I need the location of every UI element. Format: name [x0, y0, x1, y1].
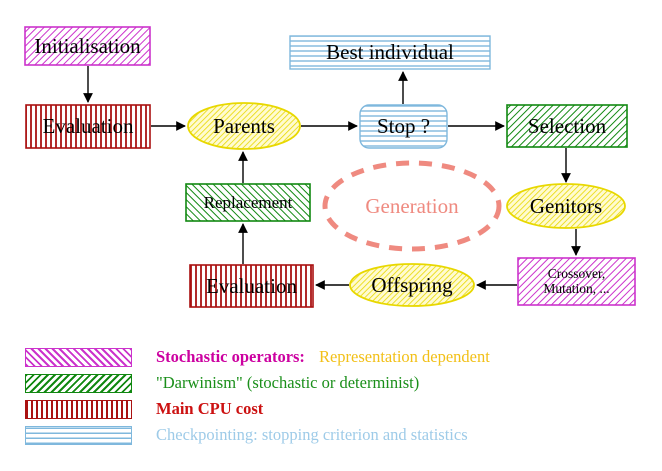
- legend-label-checkpointing: Checkpointing: stopping criterion and st…: [156, 425, 468, 444]
- node-replacement[interactable]: [185, 183, 311, 222]
- node-generation-boundary: [322, 160, 502, 252]
- node-selection[interactable]: [506, 104, 628, 148]
- node-crossover-mutation[interactable]: [517, 257, 636, 306]
- node-evaluation-bottom[interactable]: [189, 264, 314, 308]
- node-offspring[interactable]: [349, 263, 475, 307]
- node-evaluation-top[interactable]: [25, 104, 151, 149]
- legend-item-darwinism: "Darwinism" (stochastic or determinist): [25, 372, 419, 394]
- node-initialisation[interactable]: [24, 26, 151, 66]
- legend-swatch-green: [25, 373, 132, 393]
- node-parents[interactable]: [187, 102, 301, 150]
- legend-swatch-blue: [25, 425, 132, 445]
- legend-item-checkpointing: Checkpointing: stopping criterion and st…: [25, 424, 468, 446]
- legend-item-main-cpu-cost: Main CPU cost: [25, 398, 263, 420]
- legend-item-stochastic-operators: Stochastic operators: Representation dep…: [25, 346, 490, 368]
- legend-label-main-cpu-cost: Main CPU cost: [156, 399, 264, 418]
- node-genitors[interactable]: [506, 183, 626, 229]
- legend-swatch-magenta: [25, 347, 132, 367]
- legend-label-darwinism: "Darwinism" (stochastic or determinist): [156, 373, 420, 392]
- node-stop[interactable]: [359, 104, 448, 149]
- legend-swatch-red: [25, 399, 132, 419]
- node-best-individual[interactable]: [289, 35, 491, 70]
- legend-label-stochastic-operators: Stochastic operators:: [156, 347, 305, 366]
- legend-label-representation-dependent: Representation dependent: [318, 347, 490, 366]
